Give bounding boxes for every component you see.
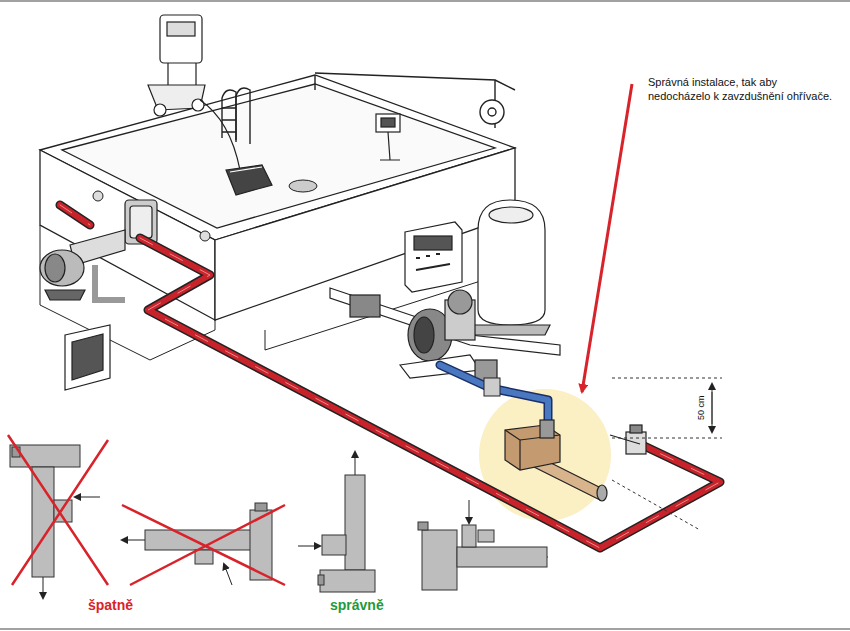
robot-cleaner	[226, 165, 272, 195]
ladder	[222, 88, 250, 144]
verdict-label: správně	[330, 597, 420, 615]
control-panel	[405, 222, 462, 292]
heat-exchanger	[505, 420, 607, 501]
dimension	[612, 378, 722, 530]
correct-layout	[298, 452, 375, 592]
callout-note: Správná instalace, tak aby nedocházelo k…	[648, 76, 838, 104]
correct-layout	[418, 500, 548, 590]
filter-tank	[470, 200, 550, 335]
heating-pipe	[60, 205, 720, 548]
counter-current-unit	[40, 200, 157, 300]
frame-line	[0, 629, 850, 630]
frame-line	[0, 1, 850, 2]
wall-switch	[65, 325, 110, 390]
roller-reel	[315, 73, 515, 128]
dimension-label: 50 cm	[696, 388, 707, 428]
inlet-nozzle	[93, 191, 103, 201]
filter-pump	[350, 290, 497, 382]
wrong-layout	[8, 435, 108, 598]
verdict-label: špatně	[88, 597, 168, 615]
pool	[40, 75, 515, 360]
callout-arrow	[582, 84, 632, 392]
wrong-layout	[122, 503, 285, 585]
cleaner-trolley	[148, 15, 240, 170]
filter-return-pipe	[440, 365, 548, 430]
skimmer	[376, 114, 400, 160]
valve	[484, 378, 500, 396]
inlet-nozzle	[200, 231, 210, 241]
floor-drain	[289, 180, 317, 192]
return-valve	[610, 425, 646, 454]
